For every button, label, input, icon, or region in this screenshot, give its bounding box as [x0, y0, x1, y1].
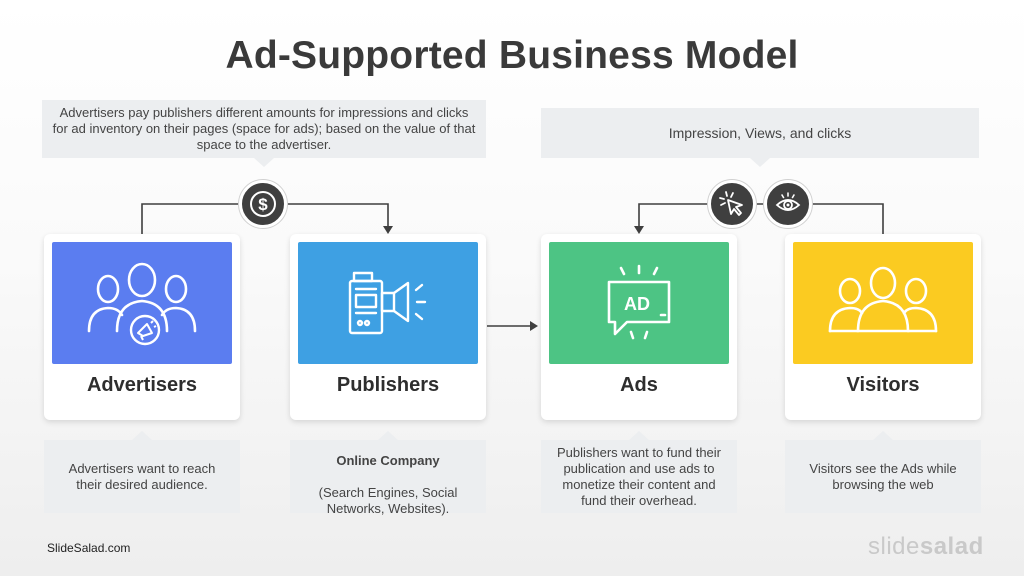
brand-logo-light: slide — [868, 533, 920, 560]
ads-description-text: Publishers want to fund their publicatio… — [556, 444, 722, 508]
card-ads: AD Ads — [541, 234, 737, 420]
publishers-description-title: Online Company — [336, 452, 440, 468]
footer-website: SlideSalad.com — [47, 541, 131, 555]
advertisers-description-text: Advertisers want to reach their desired … — [68, 460, 216, 492]
people-icon — [828, 266, 938, 333]
payment-flow-arrowhead — [383, 226, 393, 234]
metrics-description-text: Impression, Views, and clicks — [668, 125, 852, 141]
newspaper-megaphone-icon — [348, 271, 427, 335]
card-publishers: Publishers — [290, 234, 486, 420]
dollar-icon: $ — [239, 180, 287, 228]
payment-description-bubble: Advertisers pay publishers different amo… — [42, 100, 486, 167]
publishers-description-body: (Search Engines, Social Networks, Websit… — [318, 484, 458, 516]
card-label-visitors: Visitors — [846, 374, 920, 396]
publishers-description-text: Online Company (Search Engines, Social N… — [319, 437, 458, 517]
ads-description-bubble: Publishers want to fund their publicatio… — [541, 431, 737, 513]
ad-sign-icon: AD — [607, 264, 671, 340]
ads-tile: AD — [549, 242, 729, 364]
brand-logo: slidesalad — [868, 533, 984, 561]
card-label-advertisers: Advertisers — [86, 374, 198, 396]
cursor-click-icon — [708, 180, 756, 228]
visitors-description-text: Visitors see the Ads while browsing the … — [809, 460, 957, 492]
metrics-flow-arrowhead — [634, 226, 644, 234]
payment-description-text: Advertisers pay publishers different amo… — [52, 105, 476, 152]
visitors-tile — [793, 242, 973, 364]
people-megaphone-icon — [87, 262, 197, 346]
card-advertisers: Advertisers — [44, 234, 240, 420]
svg-text:$: $ — [258, 195, 268, 214]
publishers-description-bubble: Online Company (Search Engines, Social N… — [290, 431, 486, 516]
card-visitors: Visitors — [785, 234, 981, 420]
page-title: Ad-Supported Business Model — [225, 34, 799, 77]
advertisers-description-bubble: Advertisers want to reach their desired … — [44, 431, 240, 513]
publishers-tile — [298, 242, 478, 364]
advertisers-tile — [52, 242, 232, 364]
metrics-flow-line — [638, 203, 884, 234]
brand-logo-bold: salad — [919, 533, 984, 560]
metrics-description-bubble: Impression, Views, and clicks — [541, 108, 979, 167]
svg-text:AD: AD — [624, 294, 650, 314]
card-label-publishers: Publishers — [336, 374, 440, 396]
visitors-description-bubble: Visitors see the Ads while browsing the … — [785, 431, 981, 513]
eye-icon — [764, 180, 812, 228]
card-label-ads: Ads — [620, 374, 658, 396]
publisher-to-ads-arrowhead — [530, 321, 538, 331]
